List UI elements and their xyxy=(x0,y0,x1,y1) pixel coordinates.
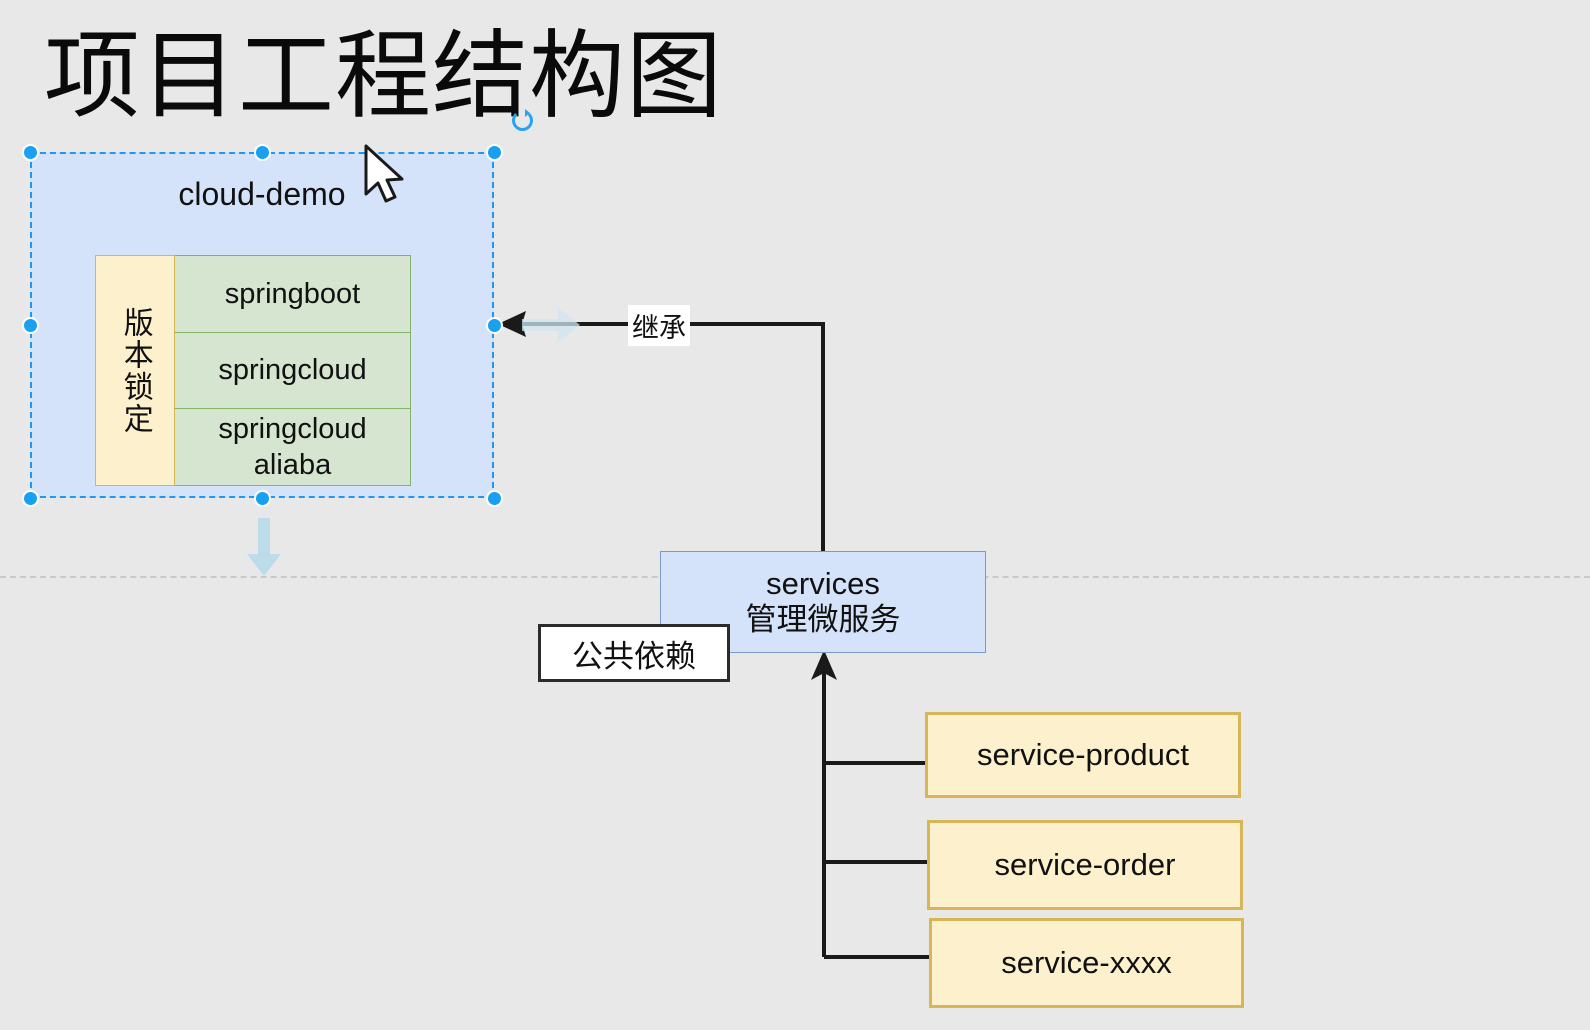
shape-service-order[interactable]: service-order xyxy=(927,820,1243,910)
edge-services-arrowhead xyxy=(811,650,837,680)
handle-middle-right[interactable] xyxy=(485,316,503,334)
edge-inherit xyxy=(516,322,825,551)
handle-top-center[interactable] xyxy=(253,143,271,161)
handle-bottom-right[interactable] xyxy=(485,489,503,507)
handle-top-left[interactable] xyxy=(21,143,39,161)
hint-arrow-right-icon[interactable] xyxy=(522,305,584,345)
hint-arrow-down-icon[interactable] xyxy=(244,518,284,580)
handle-bottom-center[interactable] xyxy=(253,489,271,507)
cell-springboot[interactable]: springboot xyxy=(175,255,411,332)
cell-version-lock[interactable]: 版本锁定 xyxy=(95,255,175,486)
dependency-column: springboot springcloud springcloud aliab… xyxy=(175,255,411,487)
page-title: 项目工程结构图 xyxy=(44,20,723,132)
cell-springcloud[interactable]: springcloud xyxy=(175,331,411,409)
shape-services-title: services xyxy=(766,565,880,601)
shape-version-lock-table[interactable]: 版本锁定 springboot springcloud springcloud … xyxy=(95,255,411,487)
edge-label-inherit: 继承 xyxy=(628,305,690,346)
shape-services[interactable]: services 管理微服务 xyxy=(660,551,986,653)
cell-springcloud-alibaba[interactable]: springcloud aliaba xyxy=(175,408,411,487)
shape-service-xxxx[interactable]: service-xxxx xyxy=(929,918,1244,1008)
handle-top-right[interactable] xyxy=(485,143,503,161)
rotate-icon[interactable] xyxy=(512,109,533,131)
shape-services-subtitle: 管理微服务 xyxy=(745,602,901,638)
handle-middle-left[interactable] xyxy=(21,316,39,334)
handle-bottom-left[interactable] xyxy=(21,489,39,507)
edge-services-trunk xyxy=(822,672,932,959)
shape-service-product[interactable]: service-product xyxy=(925,712,1241,798)
shape-common-dependency-note[interactable]: 公共依赖 xyxy=(538,624,730,682)
shape-cloud-demo-label: cloud-demo xyxy=(178,176,346,212)
cell-version-lock-label: 版本锁定 xyxy=(118,306,152,435)
